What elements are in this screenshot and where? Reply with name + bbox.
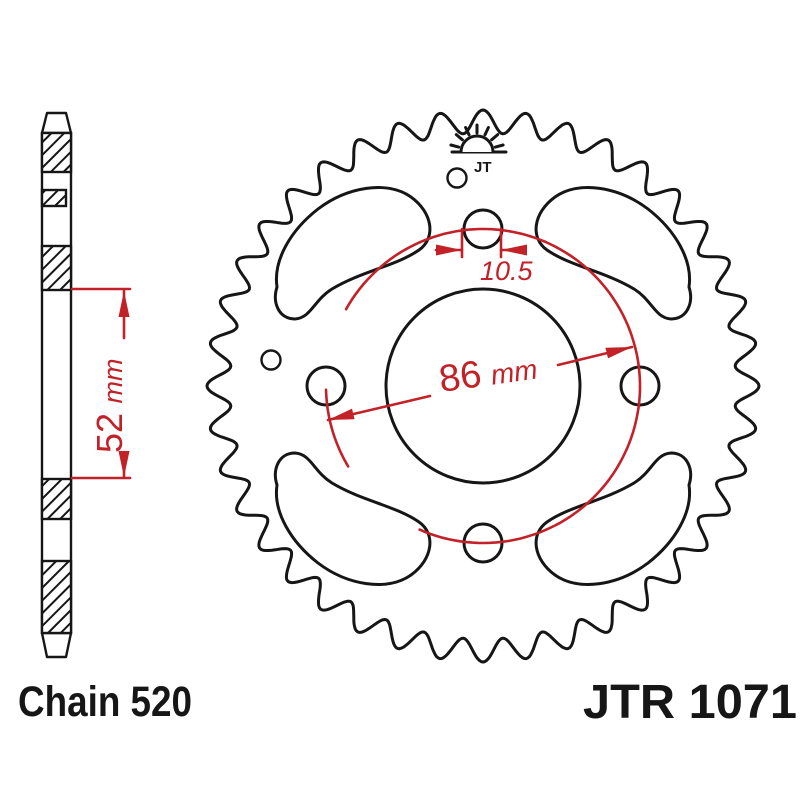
bolt-circle-value: 86: [436, 353, 484, 400]
sun-dome-icon: [459, 134, 495, 154]
index-holes: [260, 167, 468, 371]
section-hatch-hub-top: [40, 244, 73, 292]
sun-ray-icon: [464, 126, 471, 137]
dimension-arrowhead: [605, 347, 632, 359]
side-section-view: [40, 111, 73, 659]
sun-ray-icon: [454, 133, 464, 142]
bore-dimension-text: 52 mm: [89, 359, 130, 453]
jt-logo: JT: [449, 123, 508, 176]
dimension-arrowhead: [436, 244, 462, 256]
bolt-circle-arc: [324, 227, 642, 545]
bolt-circle-dimension-text: 86 mm: [436, 346, 539, 401]
bolt-circle-arc-segment: [324, 388, 350, 468]
index-hole: [446, 167, 468, 189]
bolt-circle-arc-segment: [344, 227, 642, 545]
sun-ray-icon: [449, 143, 461, 149]
sun-ray-icon: [493, 143, 505, 149]
tooth-section-bottom: [40, 631, 73, 659]
bolt-circle-unit: mm: [489, 354, 540, 391]
tooth-section-top: [40, 111, 73, 135]
section-hatch-hub-bottom: [40, 477, 73, 521]
sun-ray-icon: [483, 126, 490, 137]
chain-size-label: Chain 520: [18, 678, 192, 726]
bolt-hole-dimension-text: 10.5: [480, 256, 534, 286]
dimension-arrowhead: [328, 408, 355, 420]
sun-ray-icon: [490, 133, 500, 142]
dimension-arrowhead: [118, 291, 130, 317]
section-hatch-rim-bottom: [40, 559, 73, 635]
dimension-arrowhead: [118, 451, 130, 477]
jt-logo-text: JT: [474, 159, 492, 176]
bore-unit: mm: [98, 359, 128, 404]
index-hole: [260, 349, 282, 371]
dimension-arrowhead: [501, 244, 527, 256]
part-number-label: JTR 1071: [583, 676, 797, 729]
dimension-annotations: 86 mm 10.5 52 mm: [70, 227, 642, 545]
front-view: JT: [205, 108, 761, 664]
sun-rays-icon: [449, 123, 505, 149]
section-hatch-rim-top: [40, 131, 73, 174]
center-bore: [384, 287, 582, 485]
dimension-arrowheads: [118, 244, 632, 477]
section-hatch-web-top: [40, 188, 68, 208]
bore-value: 52: [89, 413, 130, 453]
